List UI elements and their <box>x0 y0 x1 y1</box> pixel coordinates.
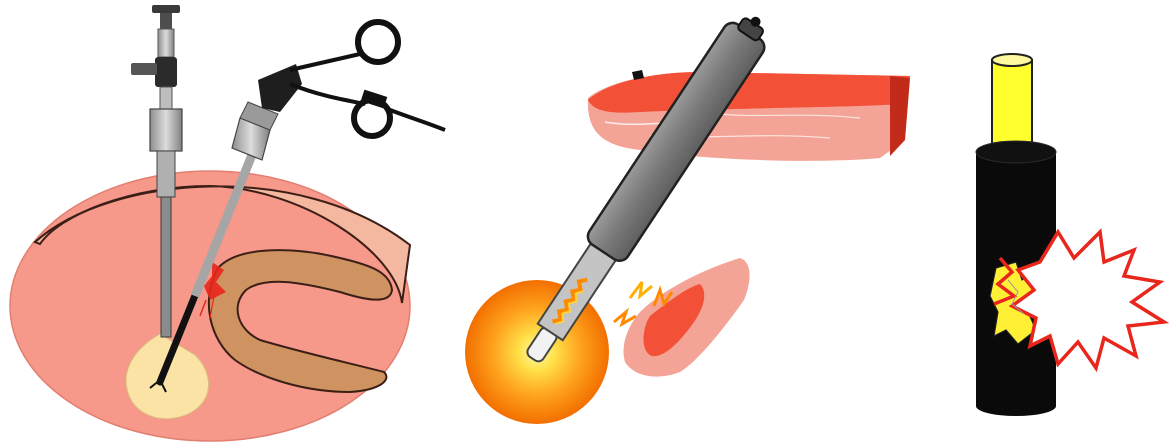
electrode <box>526 16 766 363</box>
burn-line <box>209 295 215 319</box>
spark-icons <box>613 281 674 328</box>
tissue-slab-top <box>588 72 910 113</box>
laparoscopic-scene <box>9 5 446 442</box>
tissue-slab-edge <box>890 76 910 156</box>
grasper <box>149 19 446 393</box>
burn-mark <box>204 262 226 300</box>
spark-burst-icon <box>1008 228 1170 373</box>
bowel-loop <box>207 249 394 394</box>
burn-line <box>199 299 207 317</box>
laparoscope <box>131 5 183 338</box>
insulation-failure <box>975 53 1170 416</box>
abdominal-wall <box>33 184 412 304</box>
tissue-streak <box>719 113 861 119</box>
electrode-scene <box>465 16 910 424</box>
break-edge <box>1007 279 1025 315</box>
tissue-fragment-burn <box>643 284 705 357</box>
spark-burst-outline <box>993 256 1018 306</box>
light-cone <box>125 333 209 420</box>
tissue-speck <box>632 70 644 80</box>
